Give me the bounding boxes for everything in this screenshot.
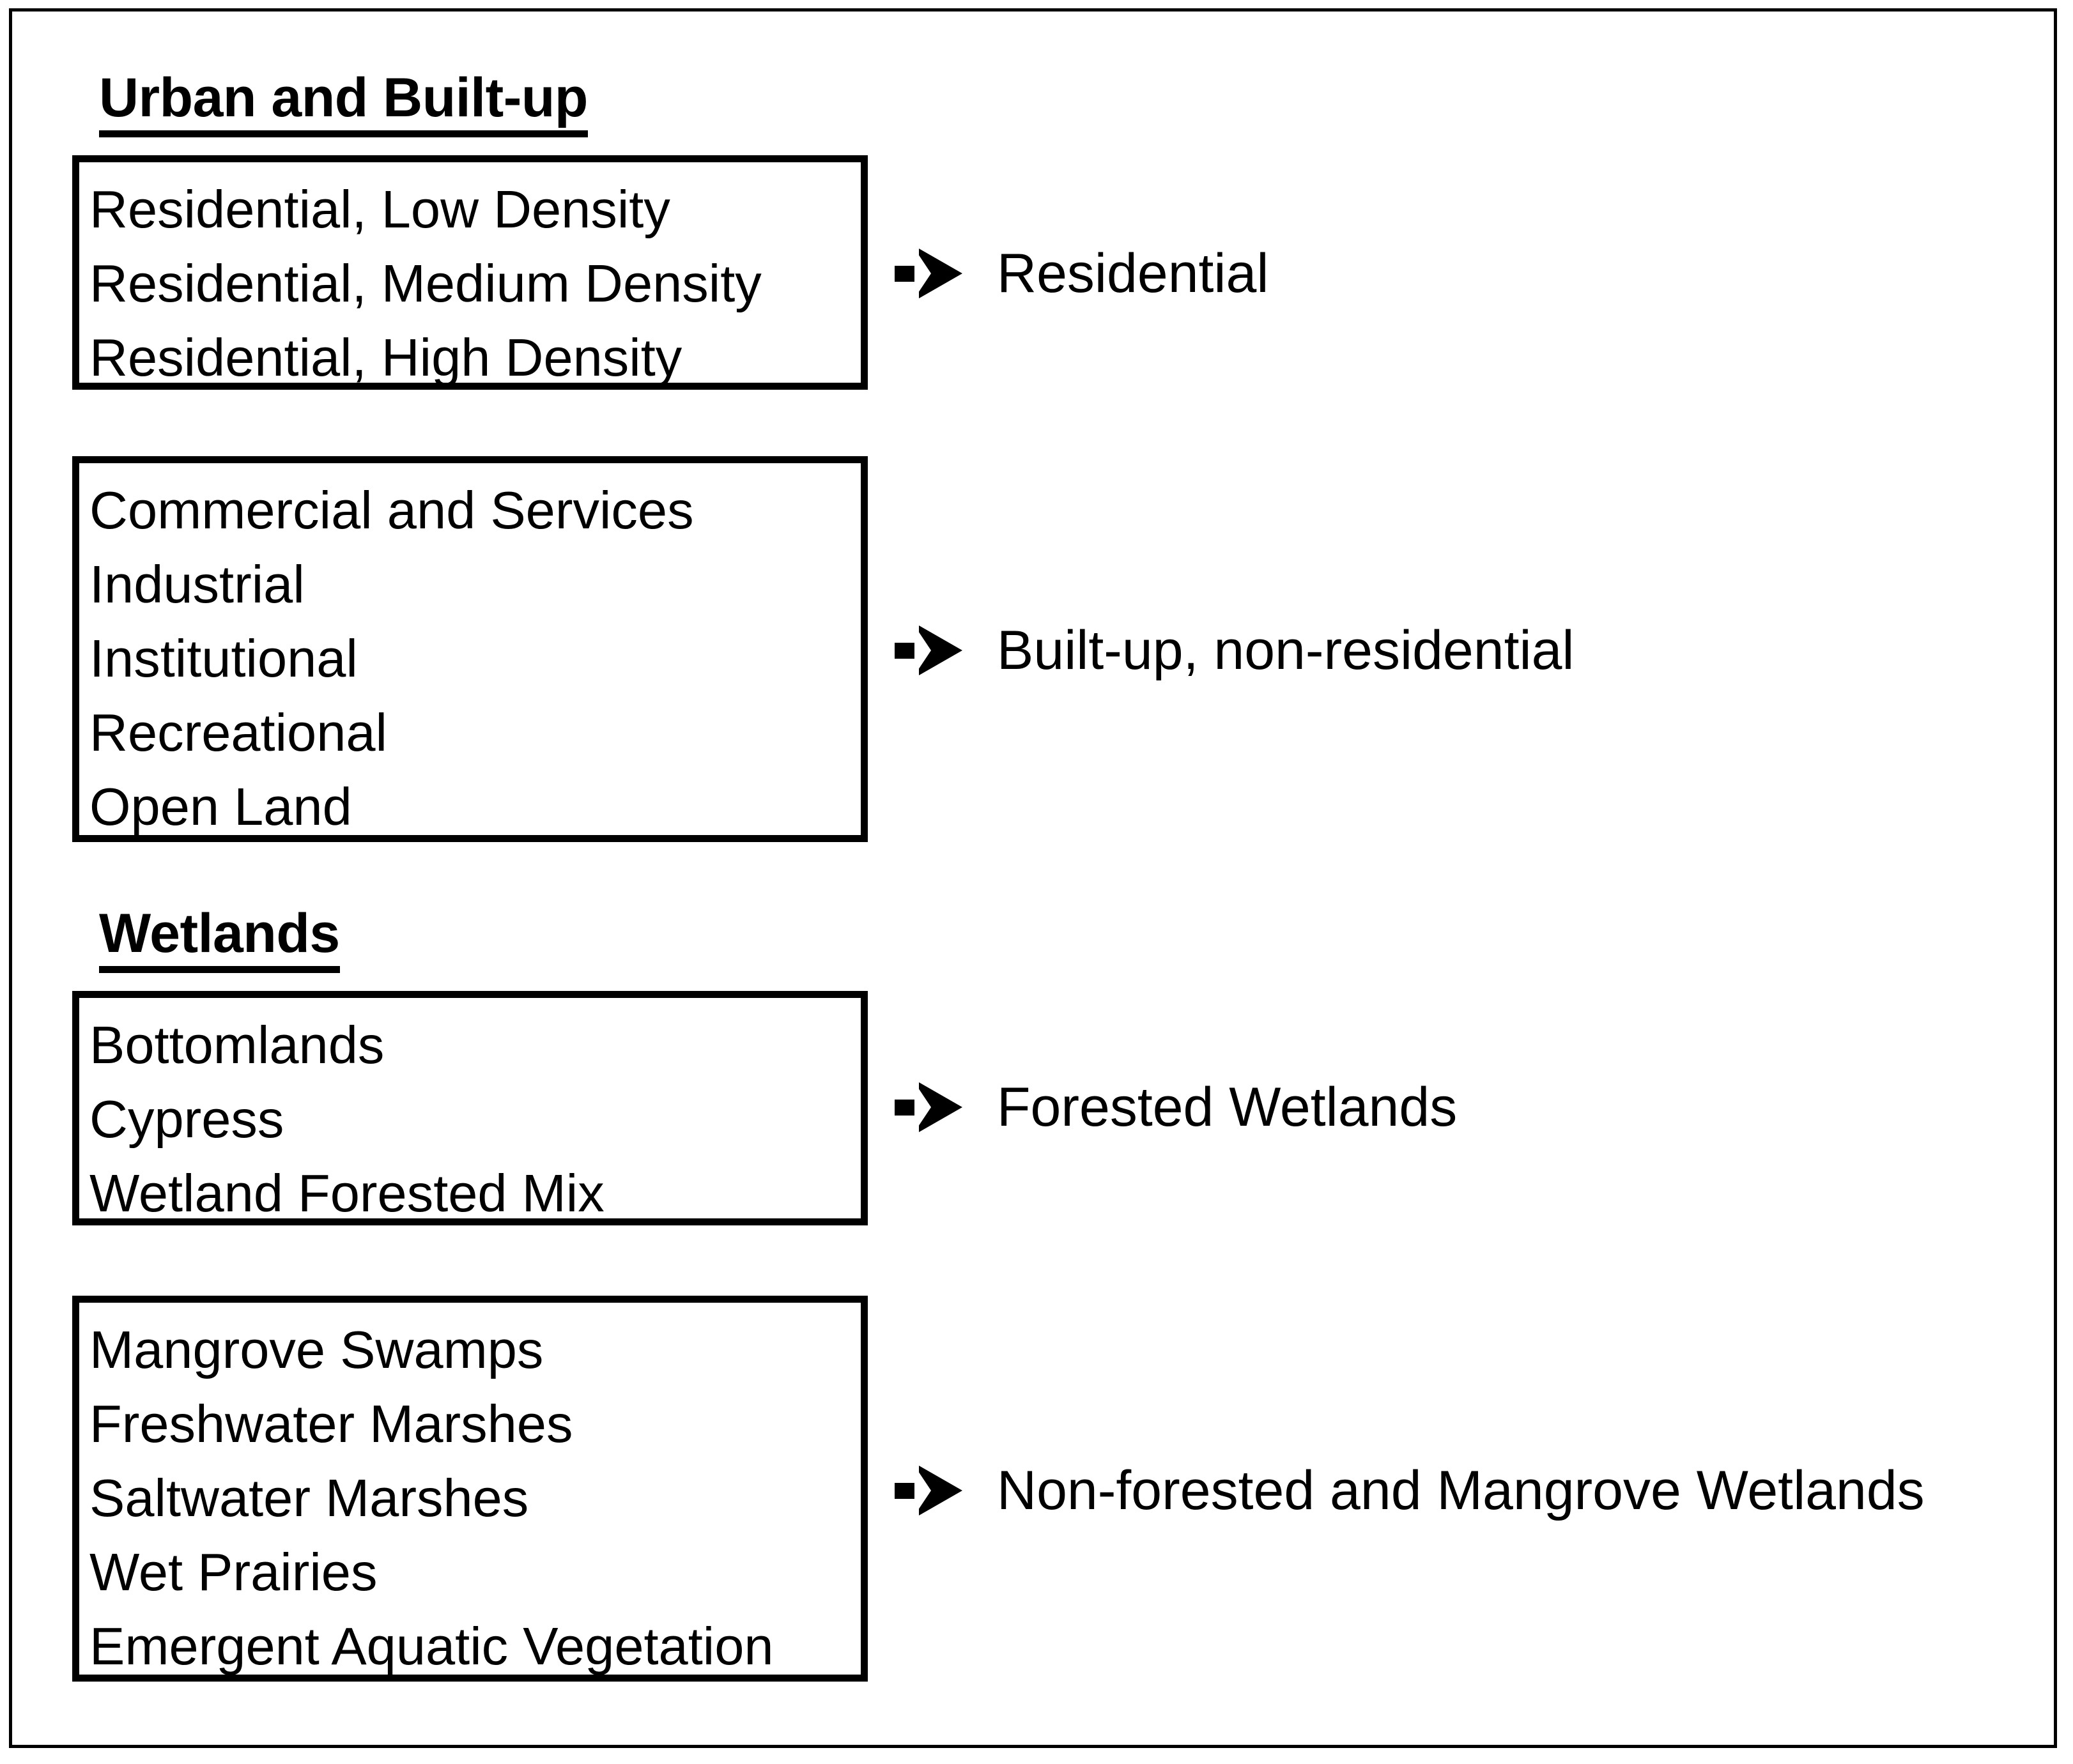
mapping-builtup-nonresidential: Built-up, non-residential (895, 623, 1575, 678)
mapping-forested-wetlands: Forested Wetlands (895, 1080, 1457, 1135)
list-item: Bottomlands (89, 1015, 385, 1075)
list-item: Wetland Forested Mix (89, 1163, 605, 1223)
source-class-box-nonforested-mangrove-wetlands: Mangrove Swamps Freshwater Marshes Saltw… (72, 1296, 868, 1682)
group-heading-wetlands: Wetlands (99, 906, 340, 973)
list-item: Emergent Aquatic Vegetation (89, 1616, 774, 1676)
right-arrow-icon (895, 249, 962, 298)
list-item: Residential, Medium Density (89, 254, 762, 313)
source-class-box-builtup-nonresidential: Commercial and Services Industrial Insti… (72, 456, 868, 842)
target-class-label: Residential (997, 243, 1269, 304)
group-heading-urban: Urban and Built-up (99, 70, 588, 137)
list-item: Residential, Low Density (89, 180, 670, 239)
list-item: Residential, High Density (89, 328, 682, 387)
list-item: Industrial (89, 555, 305, 614)
list-item: Saltwater Marshes (89, 1468, 529, 1528)
list-item: Institutional (89, 629, 358, 688)
right-arrow-icon (895, 1466, 962, 1515)
mapping-nonforested-mangrove-wetlands: Non-forested and Mangrove Wetlands (895, 1463, 1925, 1518)
source-class-list: Commercial and Services Industrial Insti… (79, 463, 861, 855)
target-class-label: Built-up, non-residential (997, 620, 1575, 681)
right-arrow-icon (895, 1082, 962, 1132)
list-item: Mangrove Swamps (89, 1320, 544, 1379)
list-item: Cypress (89, 1089, 284, 1149)
source-class-box-residential: Residential, Low Density Residential, Me… (72, 155, 868, 390)
source-class-list: Bottomlands Cypress Wetland Forested Mix (79, 998, 861, 1242)
source-class-list: Mangrove Swamps Freshwater Marshes Saltw… (79, 1303, 861, 1695)
mapping-residential: Residential (895, 246, 1268, 301)
target-class-label: Non-forested and Mangrove Wetlands (997, 1460, 1925, 1521)
source-class-list: Residential, Low Density Residential, Me… (79, 162, 861, 406)
list-item: Commercial and Services (89, 480, 694, 540)
list-item: Freshwater Marshes (89, 1394, 573, 1453)
right-arrow-icon (895, 625, 962, 675)
source-class-box-forested-wetlands: Bottomlands Cypress Wetland Forested Mix (72, 991, 868, 1225)
list-item: Recreational (89, 703, 387, 762)
target-class-label: Forested Wetlands (997, 1077, 1458, 1138)
list-item: Open Land (89, 777, 352, 836)
list-item: Wet Prairies (89, 1542, 378, 1602)
